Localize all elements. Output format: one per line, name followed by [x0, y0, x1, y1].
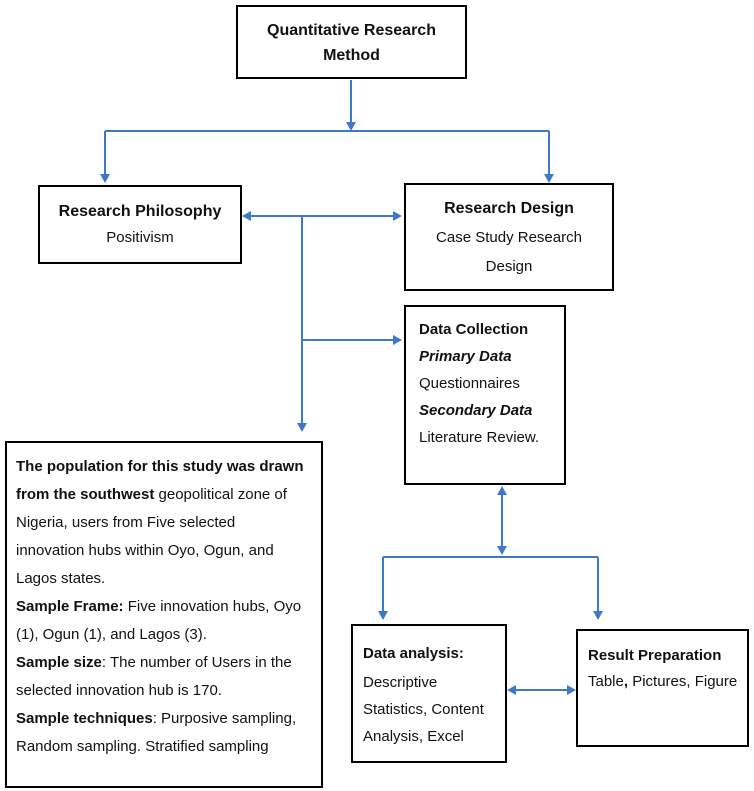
- arrowhead: [507, 685, 516, 695]
- node-body: Descriptive: [363, 674, 438, 691]
- arrowhead: [593, 611, 603, 620]
- node-quantitative-method: Quantitative Research Method: [236, 5, 467, 79]
- node-body: Table, Pictures, Figure: [588, 673, 738, 690]
- node-data-analysis: Data analysis: Descriptive Statistics, C…: [351, 624, 507, 763]
- secondary-data-label: Secondary Data: [419, 402, 533, 419]
- node-body: Analysis, Excel: [363, 728, 464, 745]
- node-title: Research Design: [444, 200, 574, 217]
- arrowhead: [567, 685, 576, 695]
- sample-frame-cont: (1), Ogun (1), and Lagos (3).: [16, 626, 207, 643]
- node-body: Positivism: [106, 229, 174, 246]
- node-data-collection: Data Collection Primary Data Questionnai…: [404, 305, 566, 485]
- sample-size-cont: selected innovation hub is 170.: [16, 682, 222, 699]
- node-body: Design: [485, 258, 533, 275]
- node-title: Quantitative Research: [267, 22, 436, 39]
- node-title: Result Preparation: [588, 647, 722, 664]
- node-population: The population for this study was drawn …: [5, 441, 323, 788]
- primary-data-label: Primary Data: [419, 348, 512, 365]
- node-title: Data Collection: [419, 321, 529, 338]
- arrowhead: [346, 122, 356, 131]
- population-line: Lagos states.: [16, 570, 106, 587]
- sample-size: Sample size: The number of Users in the: [16, 654, 292, 671]
- node-body: Statistics, Content: [363, 701, 484, 718]
- node-body: Case Study Research: [436, 229, 582, 246]
- node-research-philosophy: Research Philosophy Positivism: [38, 185, 242, 264]
- primary-data-value: Questionnaires: [419, 375, 520, 392]
- population-line: from the southwest geopolitical zone of: [16, 486, 287, 503]
- population-line: innovation hubs within Oyo, Ogun, and: [16, 542, 274, 559]
- node-title: Method: [323, 47, 380, 64]
- population-line: Nigeria, users from Five selected: [16, 514, 236, 531]
- node-title: Research Philosophy: [58, 203, 222, 220]
- arrowhead: [297, 423, 307, 432]
- arrowhead: [544, 174, 554, 183]
- arrowhead: [393, 335, 402, 345]
- sample-techniques-cont: Random sampling. Stratified sampling: [16, 738, 269, 755]
- node-result-preparation: Result Preparation Table, Pictures, Figu…: [576, 629, 749, 747]
- population-line: The population for this study was drawn: [16, 458, 304, 475]
- sample-frame: Sample Frame: Five innovation hubs, Oyo: [16, 598, 302, 615]
- sample-techniques: Sample techniques: Purposive sampling,: [16, 710, 297, 727]
- arrowhead: [100, 174, 110, 183]
- node-title: Data analysis:: [363, 645, 464, 662]
- arrowhead: [497, 486, 507, 495]
- node-research-design: Research Design Case Study Research Desi…: [404, 183, 614, 291]
- arrowhead: [497, 546, 507, 555]
- arrowhead: [242, 211, 251, 221]
- secondary-data-value: Literature Review.: [419, 429, 540, 446]
- arrowhead: [393, 211, 402, 221]
- arrowhead: [378, 611, 388, 620]
